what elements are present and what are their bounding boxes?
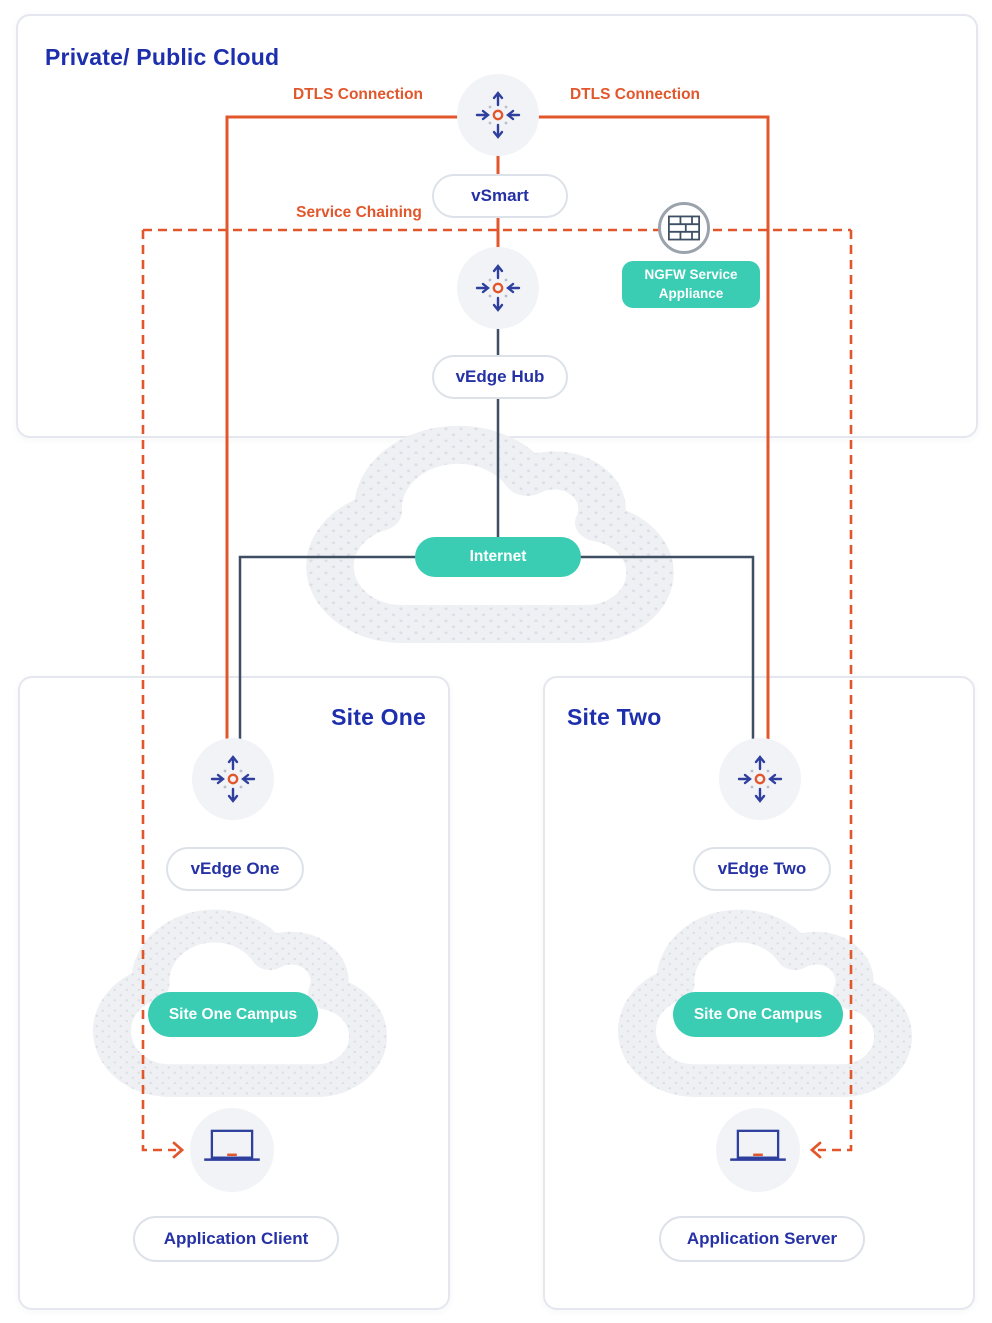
- application-client-pill: Application Client: [133, 1216, 339, 1262]
- vedge-one-node: [192, 738, 274, 820]
- laptop-icon: [730, 1129, 786, 1161]
- vedge-two-node: [719, 738, 801, 820]
- vedge-hub-pill: vEdge Hub: [432, 355, 568, 399]
- service-chaining-line-right: [818, 230, 853, 1152]
- site-one-campus-cloud-shape: [92, 909, 388, 1097]
- service-chaining-line-left: [141, 230, 176, 1152]
- arrowhead-left-icon: [809, 1141, 822, 1159]
- ngfw-service-appliance-pill: NGFW Service Appliance: [622, 261, 760, 308]
- application-client-node: [190, 1108, 274, 1192]
- arrowhead-right-icon: [172, 1141, 185, 1159]
- dtls-connection-label-right: DTLS Connection: [569, 86, 701, 103]
- vsmart-node: [457, 74, 539, 156]
- application-server-pill: Application Server: [659, 1216, 865, 1262]
- service-chaining-label: Service Chaining: [296, 204, 422, 221]
- router-arrows-icon: [475, 264, 521, 312]
- vedge-hub-node: [457, 247, 539, 329]
- ngfw-node: [658, 202, 710, 254]
- cloud-panel-title: Private/ Public Cloud: [45, 44, 280, 70]
- firewall-brick-icon: [668, 215, 700, 241]
- site-one-title: Site One: [331, 704, 426, 730]
- site-two-title: Site Two: [567, 704, 662, 730]
- router-arrows-icon: [737, 755, 783, 803]
- internet-pill: Internet: [415, 537, 581, 577]
- laptop-icon: [204, 1129, 260, 1161]
- vedge-two-pill: vEdge Two: [693, 847, 831, 891]
- router-arrows-icon: [210, 755, 256, 803]
- application-server-node: [716, 1108, 800, 1192]
- vsmart-pill: vSmart: [432, 174, 568, 218]
- site-two-campus-pill: Site One Campus: [673, 992, 843, 1037]
- router-arrows-icon: [475, 91, 521, 139]
- vedge-one-pill: vEdge One: [166, 847, 304, 891]
- internet-cloud-shape: [306, 425, 674, 644]
- site-one-campus-pill: Site One Campus: [148, 992, 318, 1037]
- dtls-connection-label-left: DTLS Connection: [292, 86, 424, 103]
